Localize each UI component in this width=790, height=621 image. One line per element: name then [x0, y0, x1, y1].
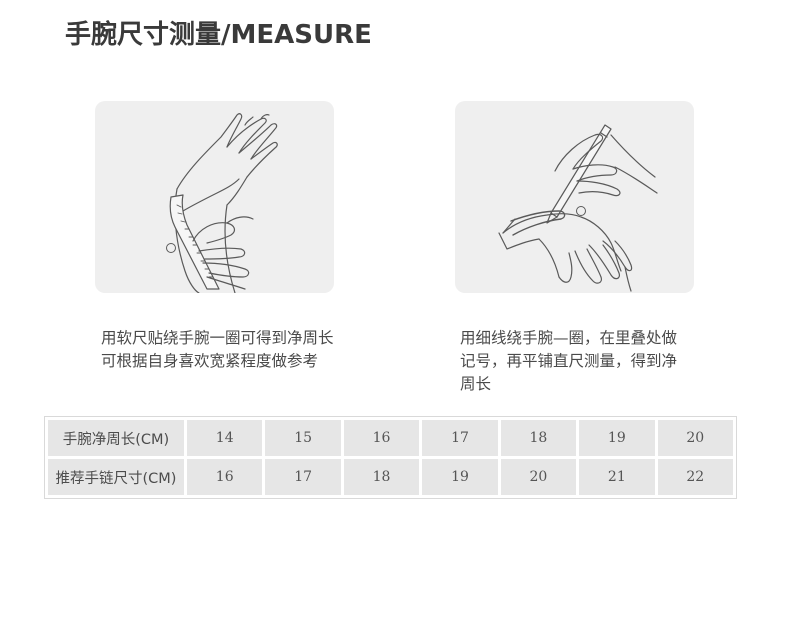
row-header-wrist: 手腕净周长(CM) [48, 420, 184, 456]
table-cell: 18 [500, 420, 577, 456]
table-row-wrist: 手腕净周长(CM) 14 15 16 17 18 19 20 [48, 420, 733, 456]
illustration-string-mark: ② [455, 101, 694, 293]
caption-tape-measure: 用软尺贴绕手腕一圈可得到净周长可根据自身喜欢宽紧程度做参考 [101, 329, 334, 370]
table-cell: 21 [579, 459, 655, 495]
page-title: 手腕尺寸测量/MEASURE [65, 20, 372, 50]
table-cell: 18 [343, 459, 420, 495]
illustration-tape-measure: ① [95, 101, 334, 293]
table-cell: 17 [422, 420, 498, 456]
table-cell: 19 [422, 459, 498, 495]
table-cell: 22 [657, 459, 733, 495]
table-cell: 14 [187, 420, 263, 456]
table-cell: 17 [265, 459, 341, 495]
table-cell: 19 [579, 420, 655, 456]
table-cell: 20 [500, 459, 577, 495]
table-cell: 16 [187, 459, 263, 495]
table-row-bracelet: 推荐手链尺寸(CM) 16 17 18 19 20 21 22 [48, 459, 733, 495]
table-cell: 15 [265, 420, 341, 456]
size-table: 手腕净周长(CM) 14 15 16 17 18 19 20 推荐手链尺寸(CM… [44, 416, 737, 499]
table-cell: 16 [343, 420, 420, 456]
row-header-bracelet: 推荐手链尺寸(CM) [48, 459, 184, 495]
caption-string-mark: 用细线绕手腕—圈，在里叠处做记号，再平铺直尺测量，得到净周长 [460, 329, 678, 393]
table-cell: 20 [657, 420, 733, 456]
